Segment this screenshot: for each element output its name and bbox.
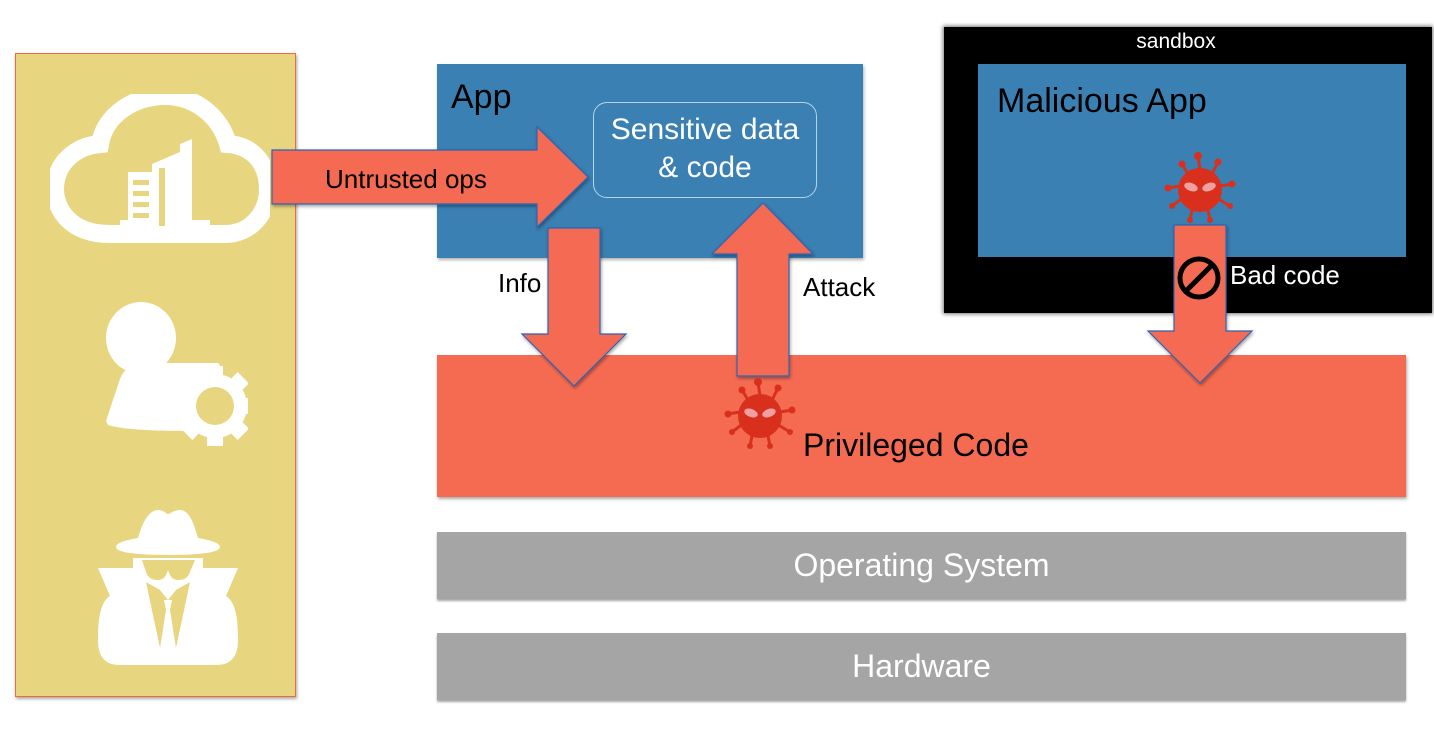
info-label: Info: [498, 268, 542, 298]
sensitive-box-line1: Sensitive data: [610, 113, 800, 146]
actors-panel: [15, 53, 296, 697]
app-box: App Sensitive data & code: [437, 64, 863, 258]
bad-code-label: Bad code: [1230, 260, 1340, 290]
malicious-app-box: Malicious App: [978, 64, 1406, 257]
operating-system-layer: Operating System: [437, 532, 1406, 599]
untrusted-ops-label: Untrusted ops: [325, 164, 487, 194]
sensitive-data-box: Sensitive data & code: [593, 102, 817, 198]
attack-label: Attack: [803, 272, 876, 302]
app-title: App: [451, 78, 512, 116]
sandbox-label: sandbox: [1136, 30, 1216, 53]
hardware-layer: Hardware: [437, 633, 1406, 700]
sensitive-box-line2: & code: [658, 151, 752, 184]
user-gear-icon: [106, 302, 248, 446]
privileged-code-layer: Privileged Code: [437, 355, 1406, 497]
privileged-code-label: Privileged Code: [803, 427, 1029, 463]
sandbox-box: sandbox Malicious App: [944, 27, 1432, 313]
cloud-building-icon: [50, 94, 270, 243]
spy-icon: [98, 510, 238, 665]
malicious-app-title: Malicious App: [997, 82, 1207, 120]
